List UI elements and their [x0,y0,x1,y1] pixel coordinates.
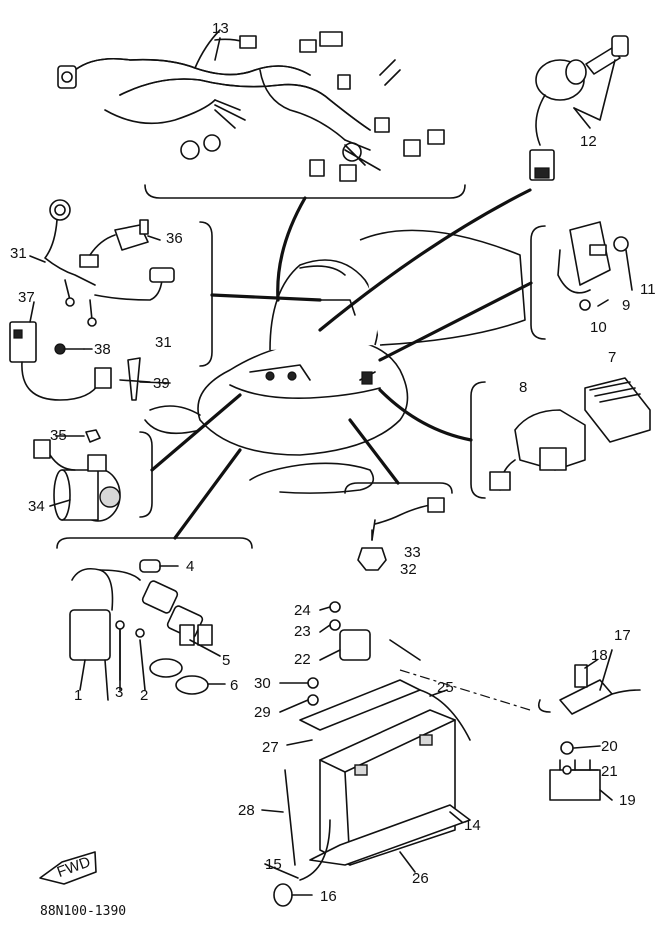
cdi-box [489,377,651,491]
snowmobile-body [144,229,526,494]
callout-31b: 31 [155,334,172,351]
callout-35: 35 [50,427,67,444]
callout-30: 30 [254,675,271,692]
callout-36: 36 [166,230,183,247]
callout-19: 19 [619,792,636,809]
callout-labels: 13 12 36 31 37 31 38 39 35 34 11 9 10 7 … [10,20,656,905]
harness-connector-b [319,31,343,47]
bracket-right-units [470,381,486,499]
leader-arrows [150,188,533,540]
bracket-right-cdi [530,225,546,340]
callout-11: 11 [640,281,656,298]
callout-25: 25 [437,679,454,696]
callout-10: 10 [590,319,607,336]
callout-23: 23 [294,623,311,640]
callout-33: 33 [404,544,421,561]
callout-15: 15 [265,856,282,873]
main-switch [529,35,629,181]
callout-27: 27 [262,739,279,756]
callout-17: 17 [614,627,631,644]
callout-38: 38 [94,341,111,358]
callout-5: 5 [222,652,230,669]
callout-21: 21 [601,763,618,780]
callout-3: 3 [115,684,123,701]
callout-2: 2 [140,687,148,704]
callout-7: 7 [608,349,616,366]
callout-28: 28 [238,802,255,819]
switch-set [9,199,175,401]
bracket-top-harness [144,184,466,199]
ignition-coil [69,559,213,701]
callout-4: 4 [186,558,194,575]
callout-16: 16 [320,888,337,905]
callout-9: 9 [622,297,630,314]
callout-37: 37 [18,289,35,306]
callout-24: 24 [294,602,311,619]
callout-1: 1 [74,687,82,704]
diagram-code: 88N100-1390 [40,904,126,919]
bracket-left-switches [199,221,213,367]
callout-14: 14 [464,817,481,834]
callout-34: 34 [28,498,45,515]
battery-area [273,601,471,907]
relay-part [9,321,37,363]
callout-32: 32 [400,561,417,578]
fwd-arrow-icon: FWD [39,851,97,885]
starter-motor [33,429,121,522]
callout-31a: 31 [10,245,27,262]
callout-13: 13 [212,20,229,37]
bracket-ignition-coil [56,537,253,549]
fuse-regulator [399,664,641,801]
callout-12: 12 [580,133,597,150]
harness-connector-a [239,35,257,49]
callout-29: 29 [254,704,271,721]
callout-22: 22 [294,651,311,668]
sensor [357,497,445,571]
callout-26: 26 [412,870,429,887]
callout-20: 20 [601,738,618,755]
callout-6: 6 [230,677,238,694]
callout-18: 18 [591,647,608,664]
wire-harness [57,29,445,182]
callout-8: 8 [519,379,527,396]
bracket-left-starter [139,431,153,518]
callout-leaders [29,37,633,896]
callout-39: 39 [153,375,170,392]
cdi-unit [557,221,629,311]
